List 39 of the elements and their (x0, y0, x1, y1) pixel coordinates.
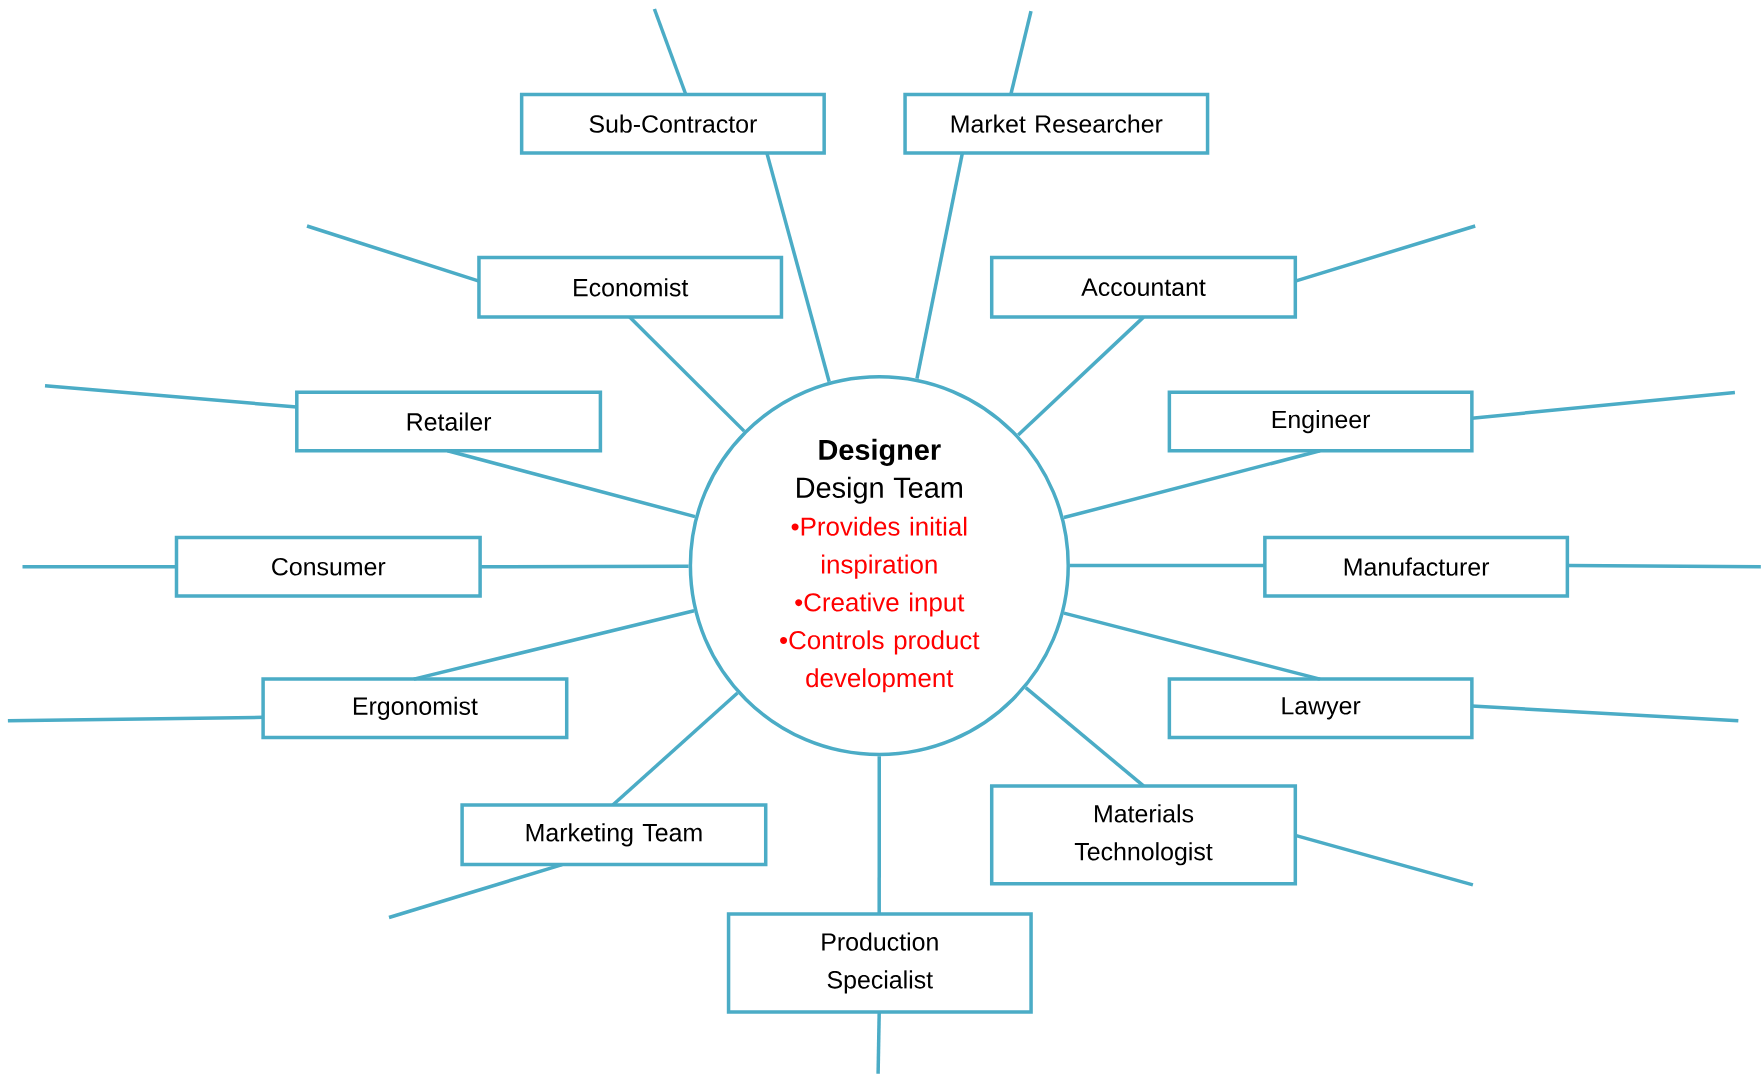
connector-line (1471, 390, 1736, 420)
role-box: Sub-Contractor (519, 92, 826, 155)
connector-line (44, 383, 297, 409)
role-box: Ergonomist (261, 677, 569, 740)
connector-line (1471, 704, 1739, 723)
connector-line (877, 756, 881, 915)
role-box: Market Researcher (903, 92, 1210, 155)
connector-line (1567, 563, 1761, 569)
connector-line (1009, 10, 1033, 95)
role-box: Lawyer (1167, 677, 1474, 740)
connector-line (7, 715, 264, 723)
connector-line (388, 862, 563, 920)
role-box: Manufacturer (1263, 535, 1570, 598)
role-box: Engineer (1167, 390, 1474, 453)
connector-line (1294, 224, 1476, 283)
connector-line (1063, 449, 1321, 520)
connector-line (628, 315, 746, 433)
role-box: Economist (477, 255, 784, 319)
connector-line (1063, 611, 1321, 681)
connector-line (1024, 686, 1145, 788)
connector-line (413, 609, 695, 681)
role-box: Consumer (174, 535, 482, 598)
connector-line (765, 152, 831, 383)
role-box: Materials Technologist (989, 784, 1298, 886)
role-box: Retailer (295, 390, 603, 453)
role-box: Marketing Team (460, 803, 768, 867)
connector-line (306, 224, 480, 283)
connector-line (480, 564, 689, 569)
connector-line (876, 1011, 881, 1074)
connector-line (915, 152, 965, 380)
connector-line (1294, 833, 1474, 887)
connector-line (1069, 563, 1265, 568)
connector-line (652, 8, 688, 96)
connector-line (1017, 315, 1145, 437)
role-box: Production Specialist (726, 912, 1033, 1014)
connector-line (22, 564, 177, 569)
connector-line (611, 691, 739, 807)
connector-line (447, 449, 696, 519)
role-box: Accountant (989, 255, 1298, 319)
